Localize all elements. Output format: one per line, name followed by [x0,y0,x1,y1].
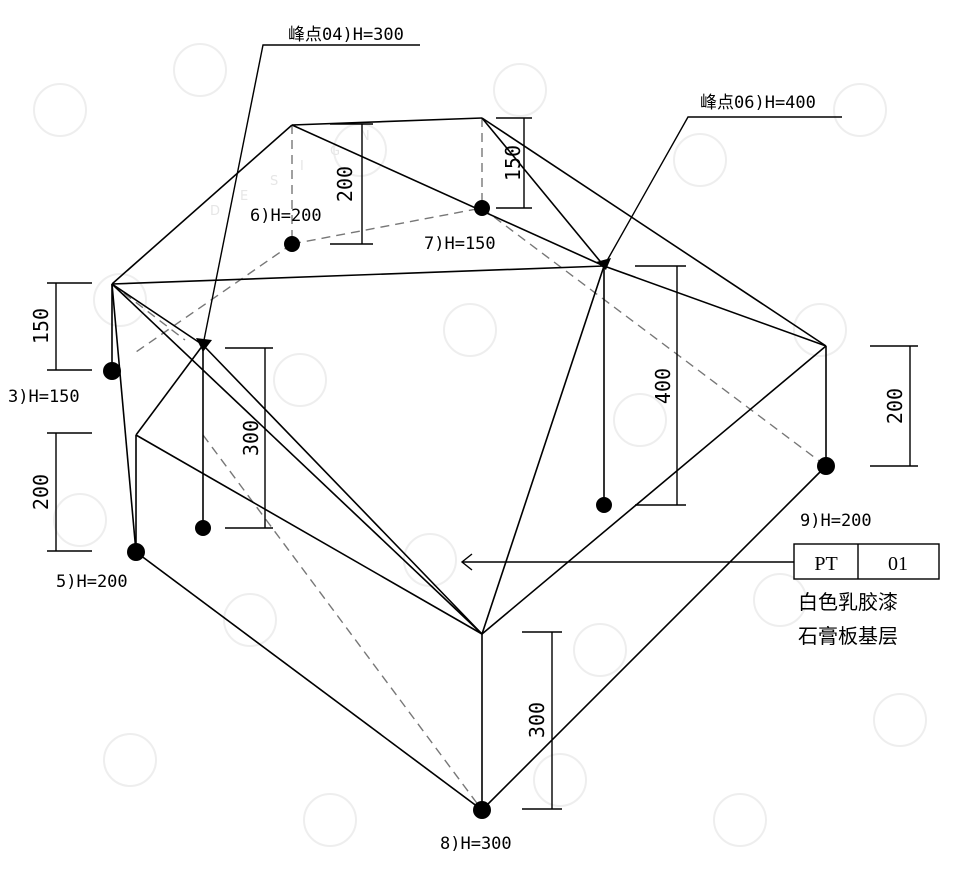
watermark-letter: G [330,144,340,159]
height-points [103,200,835,819]
point-label-8: 8)H=300 [440,834,512,854]
watermark-letter: E [240,189,248,204]
point-label-9: 9)H=200 [800,511,872,531]
watermark-letter: D [210,204,220,219]
point-marker [195,520,211,536]
point-marker [817,457,835,475]
point-marker [103,362,121,380]
point-marker [596,497,612,513]
dimension-150-top: 150 [501,145,525,181]
peak04-label: 峰点04)H=300 [288,25,404,45]
dimension-300-bottom: 300 [525,702,549,738]
dimension-150-left: 150 [29,308,53,344]
material-line1: 白色乳胶漆 [798,590,898,614]
point-marker [474,200,490,216]
visible-edges [111,117,827,811]
watermark: D E S I G N [33,43,927,847]
point-marker [127,543,145,561]
dimension-200-top: 200 [333,166,357,202]
watermark-letter: S [270,174,278,189]
leader-lines [196,44,842,571]
watermark-letter: I [300,159,304,174]
hidden-edges [111,118,827,811]
point-label-6: 6)H=200 [250,206,322,226]
dimension-400: 400 [651,368,675,404]
point-label-5: 5)H=200 [56,572,128,592]
peak06-label: 峰点06)H=400 [700,93,816,113]
dimension-lines [47,117,918,810]
point-marker [473,801,491,819]
material-line2: 石膏板基层 [798,624,898,648]
watermark-letter: N [360,129,370,144]
point-label-3: 3)H=150 [8,387,80,407]
dimension-200-left: 200 [29,474,53,510]
point-label-7: 7)H=150 [424,234,496,254]
material-code: PT [814,553,837,575]
dimension-300-mid: 300 [239,420,263,456]
material-number: 01 [888,553,908,575]
dimension-200-right: 200 [883,388,907,424]
point-marker [284,236,300,252]
material-tag: PT 01 白色乳胶漆 石膏板基层 [793,543,940,648]
